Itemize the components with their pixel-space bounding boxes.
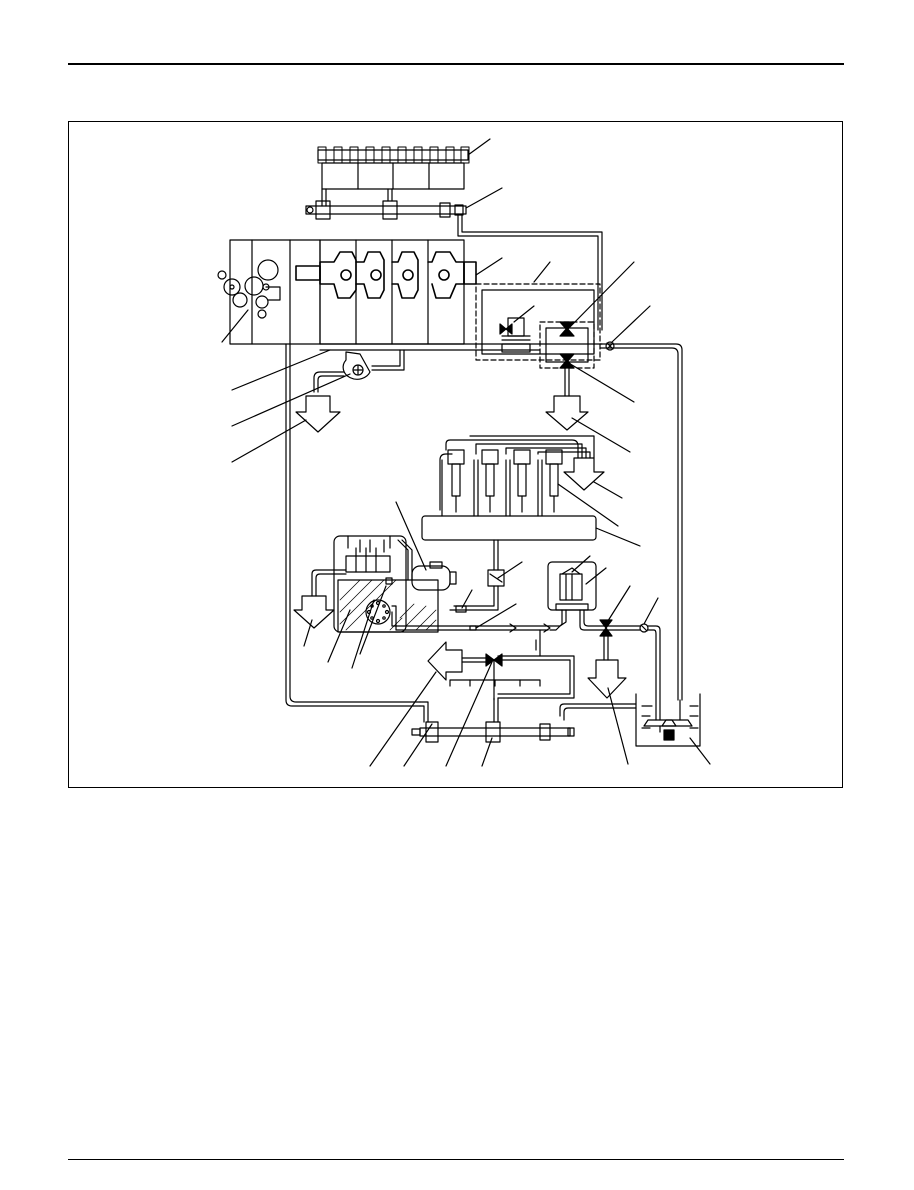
return-arrow-icon	[293, 595, 335, 629]
callout-leader-19	[461, 589, 473, 609]
bowtie-valve-icon	[599, 619, 613, 637]
fuel-tank	[635, 693, 701, 747]
callout-leader-34	[481, 737, 493, 767]
callout-leader-18	[395, 501, 427, 571]
check-valve-icon	[605, 341, 615, 351]
callout-leader-14	[593, 481, 623, 499]
callout-leader-7	[231, 419, 307, 463]
fuel-metering-valve	[455, 605, 467, 613]
callout-leader-13	[571, 417, 631, 453]
rocker-shaft	[305, 200, 467, 220]
callout-leader-25	[571, 555, 591, 573]
return-arrow-icon	[295, 395, 341, 433]
diagram-frame	[68, 121, 843, 788]
callout-leader-4	[221, 309, 249, 343]
callout-leader-10	[566, 261, 635, 331]
lower-driveshaft	[411, 697, 637, 743]
callout-leader-29	[643, 597, 659, 625]
callout-leader-3	[475, 257, 503, 276]
pump-cam-ring	[365, 599, 391, 625]
upper-galleries	[321, 188, 603, 331]
oil-cooler-assembly	[475, 283, 601, 369]
callout-leader-11	[611, 305, 651, 343]
callout-leader-22	[351, 599, 375, 669]
callout-leader-21	[327, 609, 351, 663]
oil-pump	[313, 349, 405, 393]
crankcase-block	[319, 239, 603, 351]
return-arrow-icon	[563, 457, 605, 491]
left-return-line-inner	[289, 343, 421, 703]
pressure-valve-top	[559, 321, 575, 337]
drain-manifold	[449, 679, 541, 687]
fuel-low-pressure-path	[391, 605, 551, 633]
return-arrow-icon	[427, 641, 463, 681]
rail-pressure-sensor	[487, 569, 505, 587]
injector-3	[513, 449, 531, 513]
callout-leader-30	[689, 737, 711, 765]
callout-leader-2	[465, 187, 503, 209]
pump-hatched-body	[337, 579, 439, 633]
fuel-filter	[547, 561, 597, 611]
leak-off-lines	[439, 435, 595, 511]
callout-leader-12	[566, 361, 635, 403]
crankshaft	[295, 251, 477, 299]
injector-4	[545, 449, 563, 513]
pump-drive-coupling	[385, 561, 457, 591]
callout-leader-17	[497, 561, 523, 579]
callout-leader-8	[533, 261, 551, 283]
callout-leader-32	[403, 723, 433, 767]
check-valve-icon	[639, 623, 649, 633]
callout-leader-33	[445, 661, 493, 767]
injector-1	[447, 449, 465, 513]
timing-gear-train	[217, 239, 321, 345]
right-supply-line	[599, 343, 683, 701]
injector-2	[481, 449, 499, 513]
callout-leader-1	[467, 138, 491, 156]
left-return-line	[285, 343, 421, 707]
high-pressure-pump	[333, 535, 413, 633]
callout-leader-5	[231, 349, 331, 391]
callout-leader-27	[605, 585, 631, 625]
camshaft-upper	[317, 146, 470, 190]
callout-leader-31	[369, 671, 437, 767]
callout-leader-9	[513, 305, 535, 323]
callout-leader-6	[231, 373, 351, 427]
pressure-valve-bottom	[559, 353, 575, 369]
callout-leader-28	[607, 687, 629, 765]
return-arrow-icon	[587, 659, 627, 699]
callout-leader-16	[595, 527, 641, 547]
callout-leader-26	[585, 567, 607, 585]
common-rail	[421, 515, 597, 541]
footer-rule	[68, 1159, 844, 1160]
callout-leader-24	[475, 603, 517, 629]
right-supply-line-inner	[599, 347, 679, 701]
return-arrow-icon	[545, 395, 589, 431]
header-rule	[68, 63, 844, 65]
callout-leader-23	[359, 585, 387, 655]
callout-leader-20	[303, 619, 313, 647]
injector-feed-lines	[441, 459, 543, 517]
callout-leader-15	[557, 483, 619, 527]
